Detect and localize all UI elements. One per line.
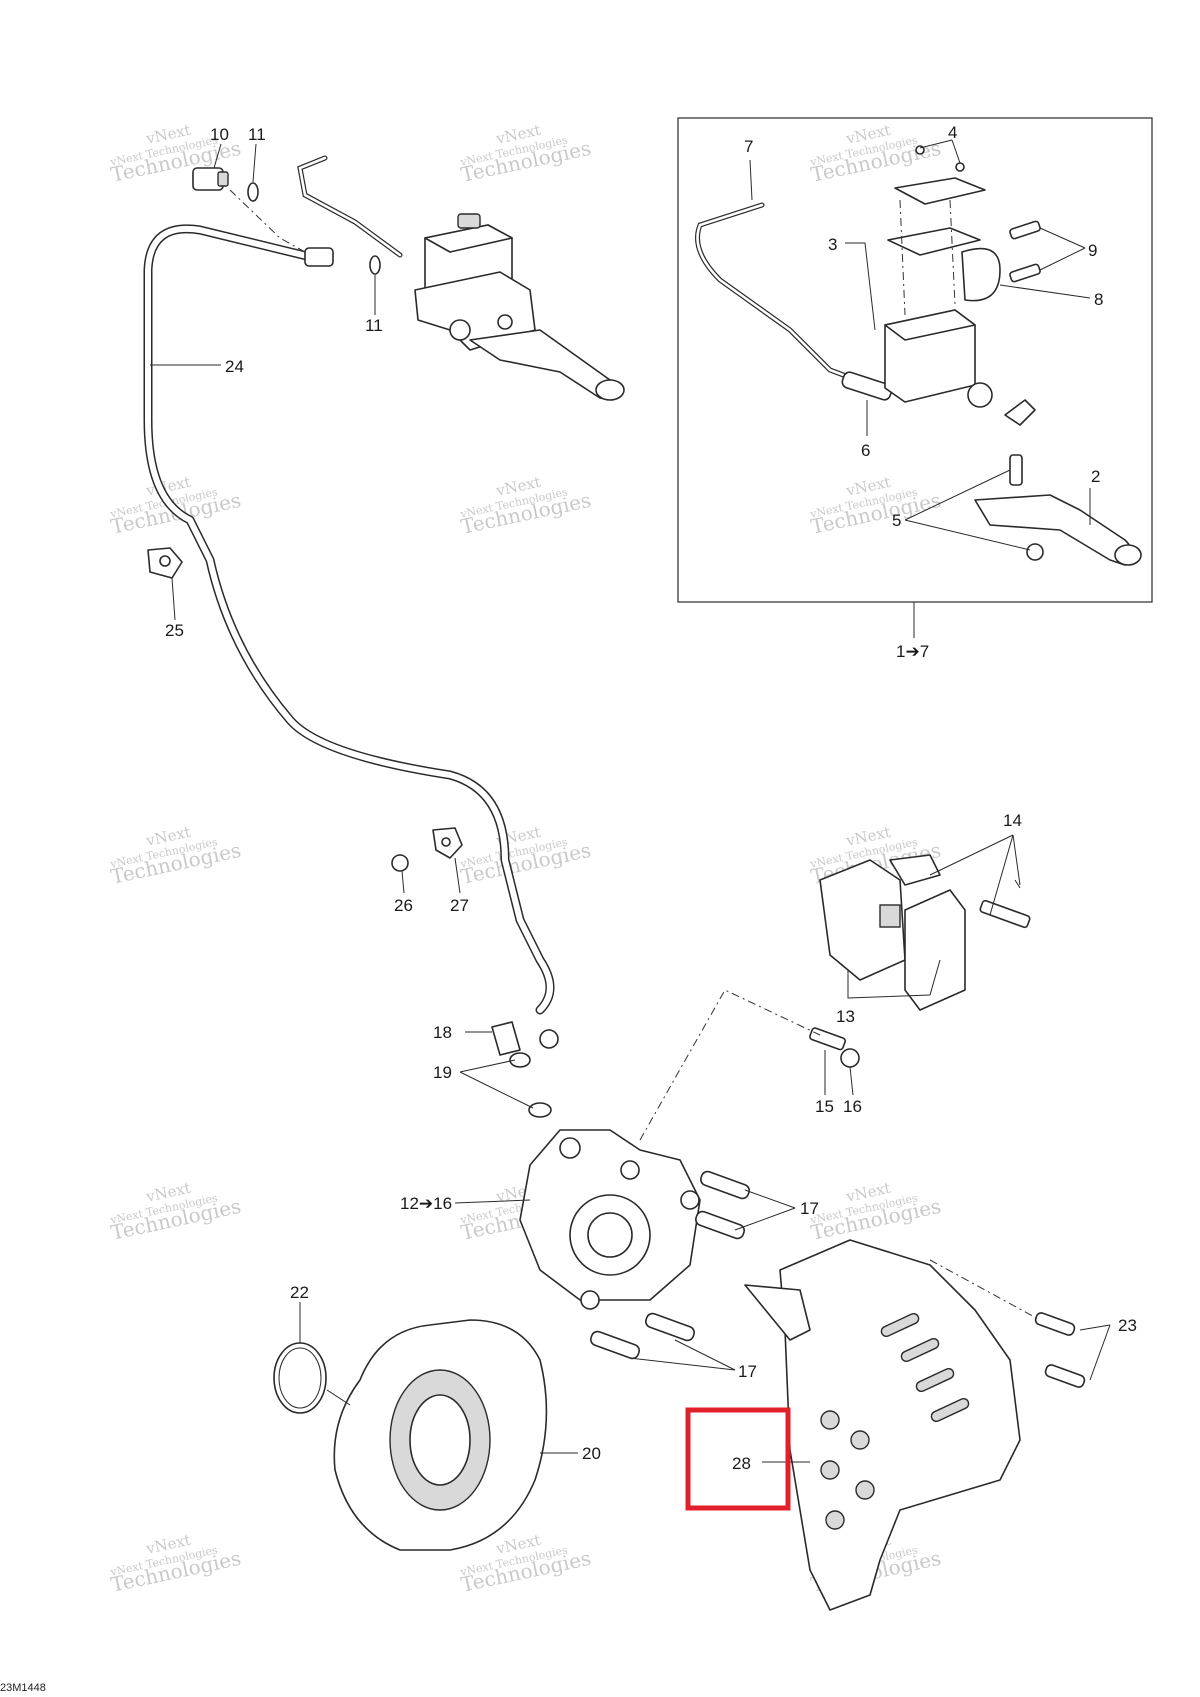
- callout-19: 19: [433, 1063, 452, 1082]
- callout-27: 27: [450, 896, 469, 915]
- callout-13: 13: [836, 1007, 855, 1026]
- callout-14: 14: [1003, 811, 1022, 830]
- brake-caliper: [519, 1129, 750, 1360]
- callout-17: 17: [738, 1362, 757, 1381]
- brake-hose: [143, 224, 559, 1049]
- callout-2: 2: [1091, 467, 1100, 486]
- callout-1-7: 1➔7: [896, 642, 929, 661]
- highlighted-callout[interactable]: 28: [685, 1407, 791, 1511]
- hose-clamps: [147, 547, 463, 872]
- callout-11: 11: [248, 125, 266, 144]
- brake-disc-assembly: [273, 1319, 548, 1551]
- callout-3: 3: [828, 235, 837, 254]
- callout-28: 28: [732, 1454, 751, 1473]
- callout-26: 26: [394, 896, 413, 915]
- callout-8: 8: [1094, 290, 1103, 309]
- callout-7: 7: [744, 137, 753, 156]
- callout-10: 10: [210, 125, 229, 144]
- callout-25: 25: [165, 621, 184, 640]
- bleeder-and-plug: [491, 989, 860, 1141]
- callout-5: 5: [892, 511, 901, 530]
- leader-lines: [150, 139, 1111, 1463]
- skid-plate: [744, 1239, 1086, 1611]
- callout-20: 20: [582, 1444, 601, 1463]
- callout-22: 22: [290, 1283, 309, 1302]
- callout-17: 17: [800, 1199, 819, 1218]
- callout-18: 18: [433, 1023, 452, 1042]
- callout-24: 24: [225, 357, 244, 376]
- master-cylinder-detail-box: [677, 117, 1153, 638]
- callout-labels: 10 11 11 24 25 26 27 18 19 12➔16 15 16 1…: [165, 123, 1137, 1463]
- master-cylinder-assembly: [192, 155, 625, 401]
- callout-4: 4: [948, 123, 957, 142]
- callout-16: 16: [843, 1097, 862, 1116]
- figure-reference-code: 23M1448: [0, 1682, 46, 1694]
- callout-9: 9: [1088, 241, 1097, 260]
- highlight-box[interactable]: [685, 1407, 791, 1511]
- brake-pads: [819, 854, 1031, 1011]
- callout-11: 11: [365, 316, 383, 335]
- callout-23: 23: [1118, 1316, 1137, 1335]
- callout-6: 6: [861, 441, 870, 460]
- callout-15: 15: [815, 1097, 834, 1116]
- callout-12-16: 12➔16: [400, 1194, 452, 1213]
